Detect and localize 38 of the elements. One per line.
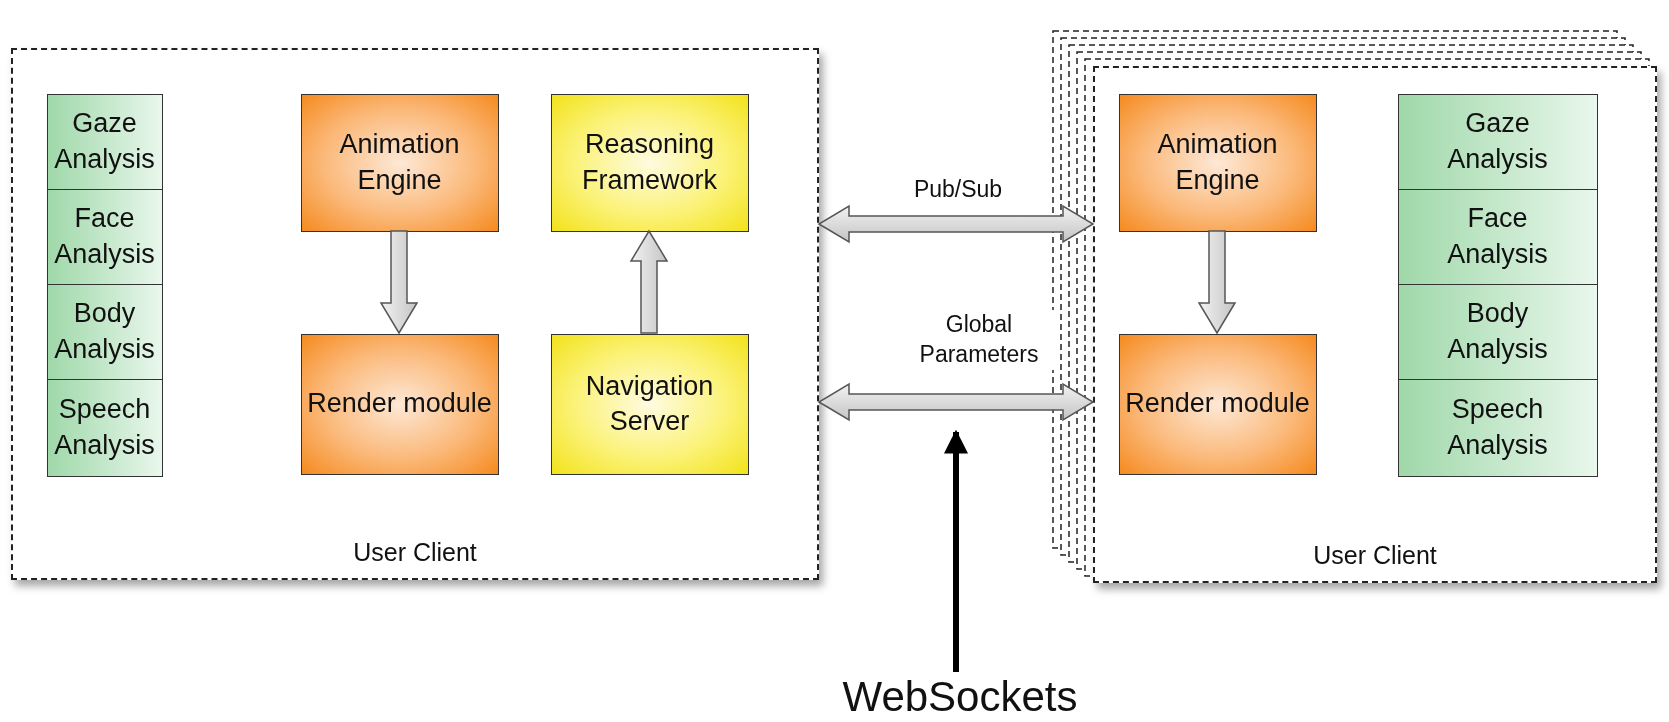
box-label: Face Analysis xyxy=(1446,202,1549,271)
box-label: Navigation Server xyxy=(584,369,715,438)
process-box xyxy=(300,93,499,232)
box-label: Animation Engine xyxy=(1156,128,1279,197)
analysis-box xyxy=(1397,93,1598,190)
box-label: Animation Engine xyxy=(338,128,461,197)
block-arrow xyxy=(379,230,419,335)
box-label: Reasoning Framework xyxy=(581,128,718,197)
analysis-box xyxy=(1397,283,1598,380)
box-label: Gaze Analysis xyxy=(53,107,156,176)
box-label: Speech Analysis xyxy=(1446,393,1549,462)
double-block-arrow xyxy=(817,382,1095,422)
process-box xyxy=(550,333,749,475)
process-box xyxy=(1118,333,1317,475)
box-label: Speech Analysis xyxy=(53,393,156,462)
analysis-box xyxy=(46,188,163,285)
process-box xyxy=(300,333,499,475)
panel-title: User Client xyxy=(352,536,478,568)
analysis-box xyxy=(46,93,163,190)
box-label: Body Analysis xyxy=(53,297,156,366)
process-box xyxy=(1118,93,1317,232)
process-box xyxy=(550,93,749,232)
panel-title: User Client xyxy=(1312,539,1438,571)
analysis-box xyxy=(46,283,163,380)
analysis-box xyxy=(1397,378,1598,477)
box-label: Body Analysis xyxy=(1446,297,1549,366)
analysis-box xyxy=(46,378,163,477)
box-label: Face Analysis xyxy=(53,202,156,271)
double-block-arrow xyxy=(817,204,1095,244)
node-label: WebSockets xyxy=(842,671,1078,722)
client-panel xyxy=(11,48,819,580)
box-label: Gaze Analysis xyxy=(1446,107,1549,176)
block-arrow xyxy=(629,229,669,334)
analysis-box xyxy=(1397,188,1598,285)
box-label: Render module xyxy=(1125,387,1310,421)
arrow xyxy=(944,429,968,672)
block-arrow xyxy=(1197,230,1237,335)
box-label: Render module xyxy=(307,387,492,421)
